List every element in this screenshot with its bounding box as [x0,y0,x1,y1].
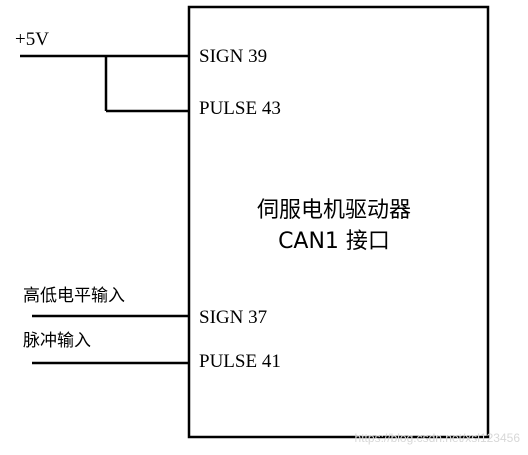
driver-name-line2: CAN1 接口 [278,229,390,254]
pin-pulse-41: PULSE 41 [199,351,281,372]
pin-sign-37: SIGN 37 [199,307,268,328]
level-input-label: 高低电平输入 [23,286,125,306]
pin-sign-39: SIGN 39 [199,46,268,67]
supply-label: +5V [15,29,49,50]
pulse-input-label: 脉冲输入 [23,331,91,351]
pin-pulse-43: PULSE 43 [199,98,281,119]
watermark: https://blog.csdn.net/xsl123456 [354,431,520,445]
driver-name-line1: 伺服电机驱动器 [256,198,411,223]
driver-box [187,5,490,439]
